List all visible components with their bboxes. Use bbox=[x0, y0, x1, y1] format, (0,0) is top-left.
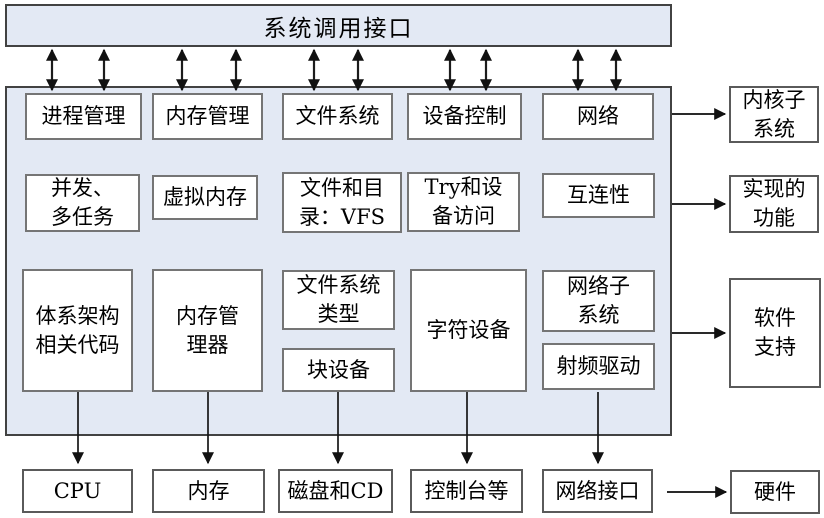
box-process-management: 进程管理 bbox=[25, 93, 142, 140]
box-filesystem-types: 文件系统 类型 bbox=[282, 270, 395, 330]
box-network-subsystem: 网络子 系统 bbox=[542, 270, 655, 332]
box-network-interfaces: 网络接口 bbox=[542, 469, 653, 513]
box-kernel-subsystems: 内核子 系统 bbox=[729, 86, 819, 143]
box-connectivity: 互连性 bbox=[542, 173, 655, 218]
box-files-directories-vfs: 文件和目 录：VFS bbox=[282, 172, 402, 233]
box-network: 网络 bbox=[542, 93, 654, 140]
system-call-interface-bar: 系统调用接口 bbox=[5, 4, 672, 47]
box-rf-drivers: 射频驱动 bbox=[542, 343, 655, 390]
box-memory-manager: 内存管 理器 bbox=[152, 269, 263, 392]
box-implemented-features: 实现的 功能 bbox=[729, 175, 819, 233]
box-consoles: 控制台等 bbox=[410, 469, 523, 513]
box-arch-specific-code: 体系架构 相关代码 bbox=[22, 269, 133, 392]
box-tty-device-access: Try和设 备访问 bbox=[407, 172, 520, 232]
box-character-devices: 字符设备 bbox=[410, 269, 527, 392]
box-disks-cd: 磁盘和CD bbox=[278, 469, 393, 513]
box-ram: 内存 bbox=[152, 469, 265, 513]
box-concurrency-multitask: 并发、 多任务 bbox=[25, 174, 140, 232]
box-hardware: 硬件 bbox=[730, 470, 820, 514]
box-file-system: 文件系统 bbox=[282, 93, 393, 140]
box-cpu: CPU bbox=[22, 469, 133, 513]
box-virtual-memory: 虚拟内存 bbox=[152, 175, 258, 220]
box-block-devices: 块设备 bbox=[282, 348, 395, 392]
box-software-support: 软件 支持 bbox=[729, 278, 821, 388]
box-memory-management: 内存管理 bbox=[152, 93, 263, 140]
box-device-control: 设备控制 bbox=[407, 93, 522, 140]
